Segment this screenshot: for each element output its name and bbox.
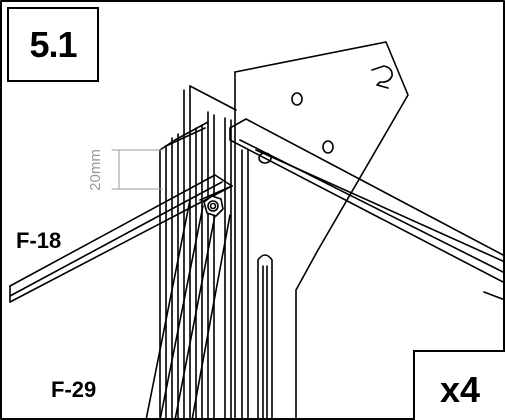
vertical-post (159, 85, 237, 420)
brace-f29 (145, 185, 233, 420)
step-number-box: 5.1 (7, 7, 99, 82)
dimension-label: 20mm (87, 149, 104, 191)
top-rail (229, 118, 505, 301)
part-label-f18: F-18 (16, 228, 62, 253)
dimension-20mm (111, 149, 163, 190)
bolt-nut (203, 195, 224, 217)
part-label-f29: F-29 (51, 377, 97, 402)
corner-gusset-plate (234, 41, 409, 420)
quantity-box: x4 (413, 350, 505, 420)
bar-f18 (9, 174, 233, 303)
quantity-label: x4 (439, 369, 481, 410)
step-number: 5.1 (29, 23, 77, 65)
